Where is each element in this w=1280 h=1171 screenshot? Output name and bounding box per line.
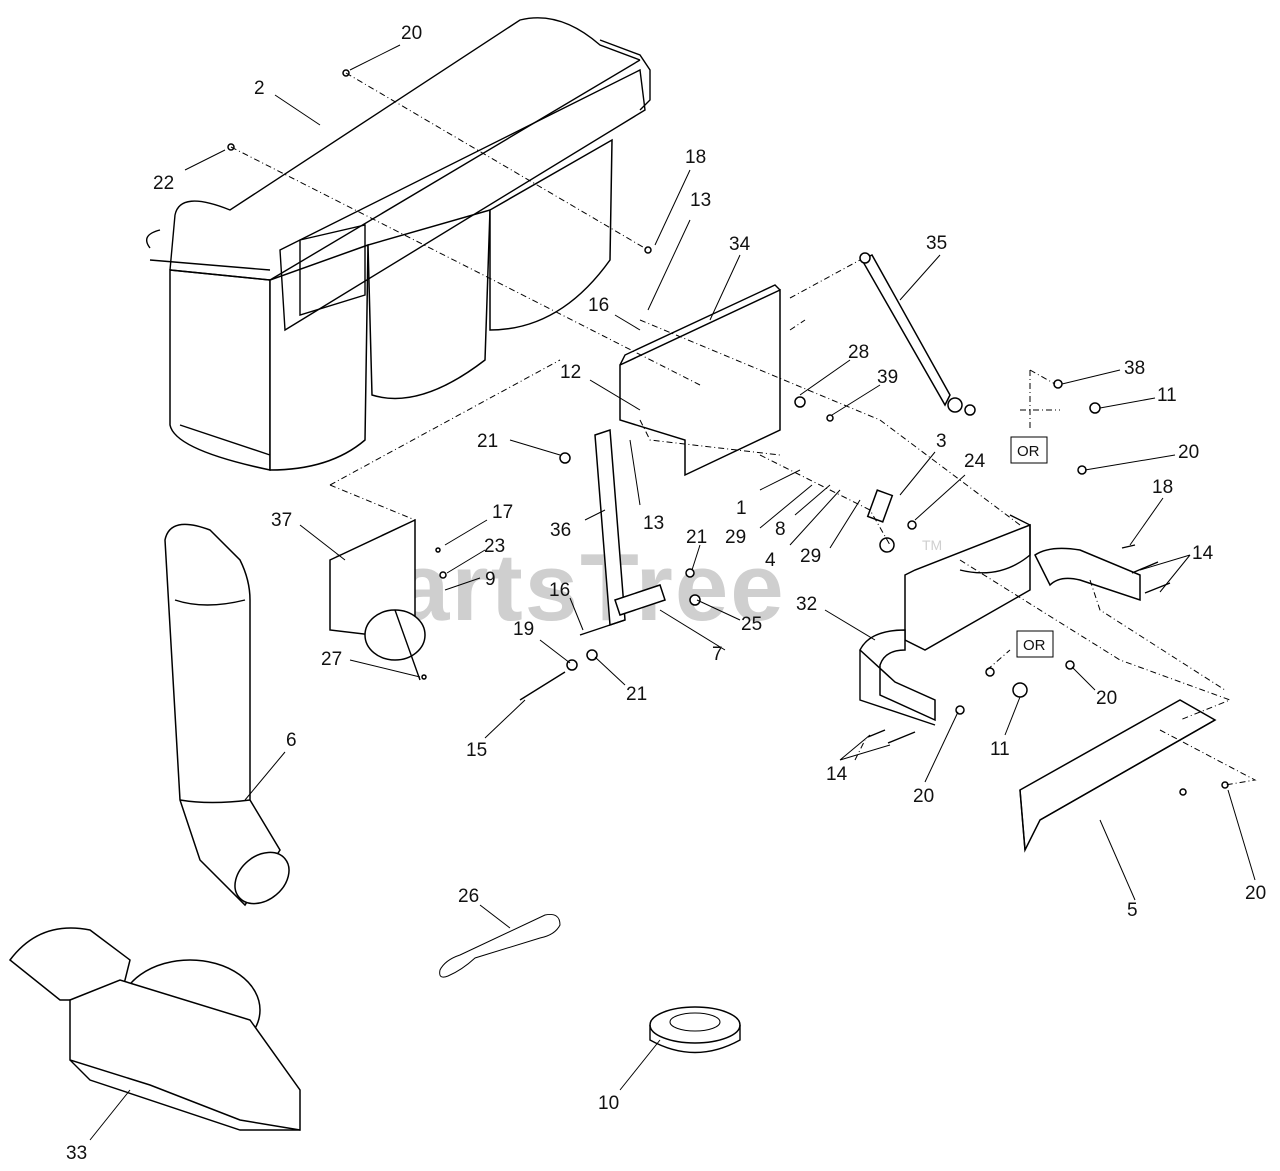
callout-35: 35 — [926, 233, 947, 254]
pulley — [649, 1006, 741, 1054]
callout-37: 37 — [271, 510, 292, 531]
callout-38: 38 — [1124, 358, 1145, 379]
callout-16-mid: 16 — [549, 580, 570, 601]
callout-15: 15 — [466, 740, 487, 761]
callout-22: 22 — [153, 173, 174, 194]
callout-3: 3 — [936, 431, 947, 452]
callout-29-left: 29 — [725, 527, 746, 548]
callout-32: 32 — [796, 594, 817, 615]
callout-17: 17 — [492, 502, 513, 523]
callout-34: 34 — [729, 234, 751, 255]
callout-27: 27 — [321, 649, 342, 670]
callout-21-mid: 21 — [686, 527, 707, 548]
callout-20-mid: 20 — [1096, 688, 1117, 709]
frame-bracket — [859, 514, 1141, 726]
callout-11-bottom: 11 — [990, 739, 1010, 760]
callout-18-left: 18 — [685, 147, 706, 168]
callout-10: 10 — [598, 1093, 619, 1114]
chute-tube — [164, 523, 290, 907]
or-label-1: OR — [1017, 443, 1040, 460]
callout-18-right: 18 — [1152, 477, 1173, 498]
callout-28: 28 — [848, 342, 869, 363]
callout-6: 6 — [286, 730, 297, 751]
or-box-1: OR — [1010, 436, 1048, 464]
blower-housing — [8, 927, 301, 1131]
callout-33: 33 — [66, 1143, 87, 1164]
callout-14-right: 14 — [1192, 543, 1214, 564]
leader-lines — [89, 44, 1256, 1141]
hardware — [227, 69, 1229, 796]
callout-20-bottom: 20 — [913, 786, 934, 807]
or-label-2: OR — [1023, 637, 1046, 654]
callout-7: 7 — [712, 644, 723, 665]
callout-19: 19 — [513, 619, 534, 640]
callout-20-top: 20 — [401, 23, 422, 44]
or-box-2: OR — [1016, 630, 1054, 658]
mounting-plate — [619, 284, 781, 477]
callout-16-top: 16 — [588, 295, 609, 316]
grass-catcher-bags — [146, 17, 651, 471]
callout-25: 25 — [741, 614, 762, 635]
support-arm — [859, 252, 976, 416]
callout-12: 12 — [560, 362, 581, 383]
callout-14-bottom: 14 — [826, 764, 848, 785]
callout-5: 5 — [1127, 900, 1138, 921]
adapter-plate — [329, 518, 426, 681]
callout-2: 2 — [254, 78, 265, 99]
callout-20-right: 20 — [1178, 442, 1199, 463]
callout-36: 36 — [550, 520, 571, 541]
watermark-trademark: TM — [922, 537, 942, 553]
assembly-lines — [230, 72, 1257, 786]
callout-26: 26 — [458, 886, 479, 907]
callout-23: 23 — [484, 536, 505, 557]
callout-21-bottom: 21 — [626, 684, 647, 705]
callout-29-right: 29 — [800, 546, 821, 567]
callout-9: 9 — [485, 569, 496, 590]
deflector-channel — [1019, 699, 1217, 853]
callout-20-far-right: 20 — [1245, 883, 1266, 904]
callout-13-top: 13 — [690, 190, 711, 211]
drive-belt — [439, 914, 561, 978]
callout-39: 39 — [877, 367, 898, 388]
callout-1: 1 — [736, 498, 747, 519]
callout-8: 8 — [775, 519, 786, 540]
callout-numbers: 20 2 22 18 13 34 35 16 28 39 38 11 12 21… — [66, 23, 1266, 1164]
callout-13-mid: 13 — [643, 513, 664, 534]
callout-11-top: 11 — [1157, 385, 1177, 406]
callout-24: 24 — [964, 451, 986, 472]
callout-21-top: 21 — [477, 431, 498, 452]
callout-4: 4 — [765, 550, 776, 571]
